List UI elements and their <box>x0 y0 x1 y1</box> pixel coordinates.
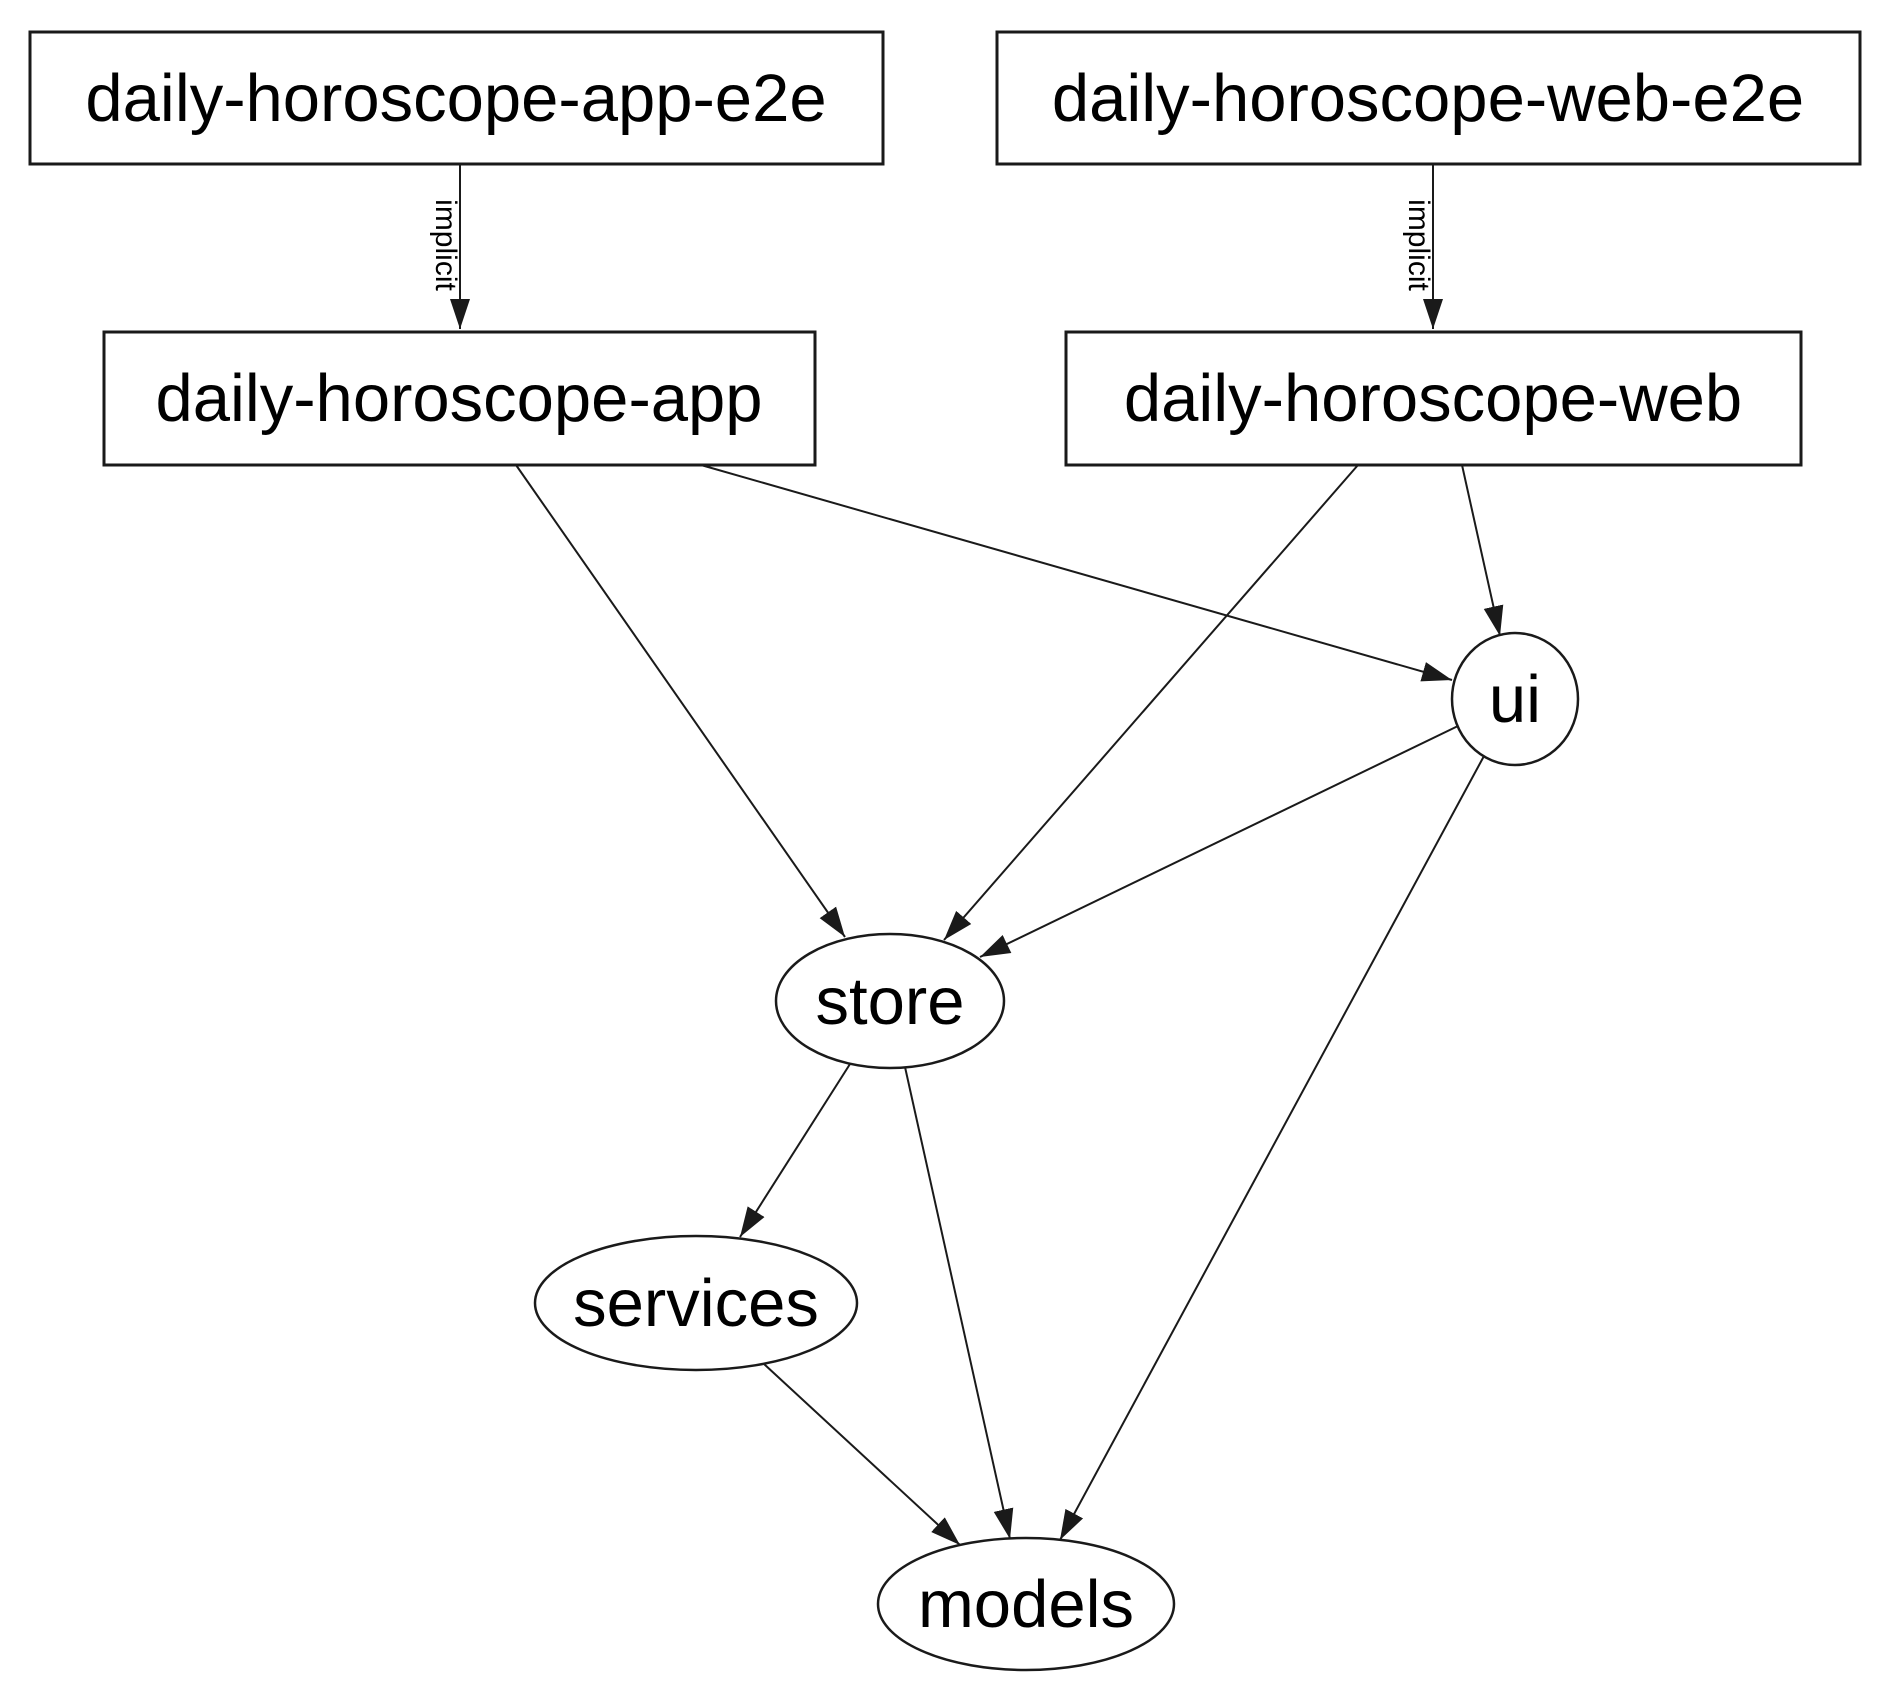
edge-label-implicit: implicit <box>1402 199 1435 291</box>
edge-daily-horoscope-app-to-store <box>515 464 846 938</box>
node-label: daily-horoscope-web-e2e <box>1052 61 1804 136</box>
node-label: store <box>816 964 965 1039</box>
node-models[interactable]: models <box>876 1536 1176 1672</box>
edges-layer: implicit implicit <box>429 164 1504 1546</box>
node-label: daily-horoscope-app-e2e <box>85 61 826 136</box>
edge-line <box>1461 464 1504 637</box>
node-label: models <box>918 1567 1134 1642</box>
node-daily-horoscope-web[interactable]: daily-horoscope-web <box>1064 330 1803 467</box>
node-ui[interactable]: ui <box>1450 631 1580 767</box>
node-store[interactable]: store <box>774 932 1006 1070</box>
edge-daily-horoscope-app-e2e-to-daily-horoscope-app: implicit <box>429 164 470 329</box>
node-shape <box>774 932 1006 1070</box>
node-shape <box>102 330 817 467</box>
edge-daily-horoscope-web-to-store <box>943 464 1359 941</box>
node-daily-horoscope-app-e2e[interactable]: daily-horoscope-app-e2e <box>28 30 885 166</box>
node-shape <box>1450 631 1580 767</box>
edge-store-to-services <box>739 1063 851 1238</box>
node-label: services <box>573 1266 819 1341</box>
edge-line <box>700 464 1453 682</box>
edge-daily-horoscope-app-to-ui <box>700 464 1453 682</box>
edge-line <box>943 464 1359 941</box>
node-label: daily-horoscope-web <box>1124 361 1742 436</box>
edge-ui-to-store <box>979 725 1459 958</box>
node-shape <box>995 30 1862 166</box>
node-label: ui <box>1489 662 1541 737</box>
edge-daily-horoscope-web-to-ui <box>1461 464 1504 637</box>
edge-line <box>1059 755 1485 1541</box>
node-services[interactable]: services <box>533 1234 859 1372</box>
node-daily-horoscope-web-e2e[interactable]: daily-horoscope-web-e2e <box>995 30 1862 166</box>
edge-line <box>979 725 1459 958</box>
edge-ui-to-models <box>1059 755 1485 1541</box>
edge-daily-horoscope-web-e2e-to-daily-horoscope-web: implicit <box>1402 164 1443 329</box>
nodes-layer: daily-horoscope-app-e2e daily-horoscope-… <box>28 30 1862 1672</box>
node-shape <box>533 1234 859 1372</box>
edge-store-to-models <box>904 1066 1014 1540</box>
edge-label-implicit: implicit <box>429 199 462 291</box>
edge-line <box>515 464 846 938</box>
node-shape <box>28 30 885 166</box>
node-shape <box>1064 330 1803 467</box>
edge-line <box>739 1063 851 1238</box>
edge-services-to-models <box>763 1363 961 1546</box>
node-daily-horoscope-app[interactable]: daily-horoscope-app <box>102 330 817 467</box>
node-label: daily-horoscope-app <box>155 361 762 436</box>
node-shape <box>876 1536 1176 1672</box>
edge-line <box>763 1363 961 1546</box>
edge-line <box>904 1066 1014 1540</box>
